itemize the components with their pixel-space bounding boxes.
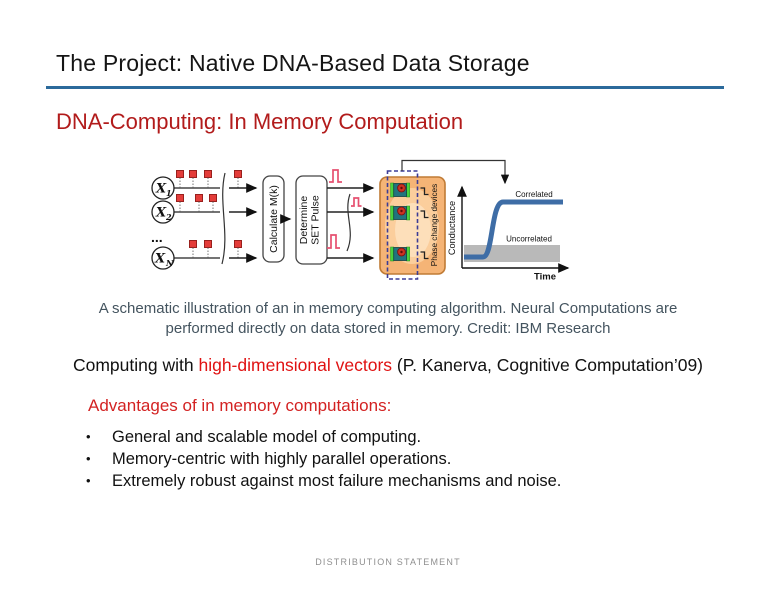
determine-box-label-1: Determine	[298, 196, 310, 245]
calculate-box-label: Calculate M(k)	[268, 185, 280, 253]
input-node-x1: X 1	[151, 176, 175, 200]
input-label-x1: X	[155, 182, 167, 197]
correlated-label: Correlated	[515, 190, 552, 199]
uncorrelated-label: Uncorrelated	[506, 235, 552, 244]
memory-device-3	[390, 246, 410, 262]
wave-bracket-right	[346, 193, 351, 252]
memory-device-1	[390, 182, 410, 198]
bullet-text: General and scalable model of computing.	[112, 428, 422, 446]
set-pulse-icons	[327, 169, 362, 249]
input-node-x2: X 2	[151, 200, 175, 224]
memory-device-2	[390, 205, 410, 221]
devices-label: Phase change devices	[430, 184, 439, 266]
calculate-box: Calculate M(k)	[262, 175, 285, 263]
conductance-graph: Conductance Time Correlated Uncorrelated	[447, 185, 570, 283]
caption-line-1: A schematic illustration of an in memory…	[98, 300, 678, 317]
input-rows	[174, 187, 220, 259]
list-item: Memory-centric with highly parallel oper…	[86, 448, 561, 470]
svg-text:N: N	[165, 258, 174, 268]
computing-highlight: high-dimensional vectors	[198, 355, 393, 375]
distribution-statement: DISTRIBUTION STATEMENT	[315, 557, 461, 567]
svg-text:2: 2	[165, 212, 172, 222]
title-divider	[46, 86, 724, 89]
arrows-to-memory	[327, 183, 375, 263]
figure-caption: A schematic illustration of an in memory…	[0, 299, 776, 339]
determine-box: Determine SET Pulse	[295, 175, 328, 265]
determine-box-label-2: SET Pulse	[310, 195, 322, 245]
wave-bracket-left	[221, 172, 226, 265]
list-item: General and scalable model of computing.	[86, 426, 561, 448]
section-heading: DNA-Computing: In Memory Computation	[56, 109, 464, 134]
caption-line-2: performed directly on data stored in mem…	[165, 320, 611, 337]
spike-squares	[176, 170, 242, 258]
input-label-xn: X	[154, 252, 166, 267]
x-axis-label: Time	[534, 272, 556, 283]
page-title: The Project: Native DNA-Based Data Stora…	[56, 50, 530, 76]
input-node-xn: X N	[151, 246, 175, 270]
bullet-text: Extremely robust against most failure me…	[112, 472, 562, 490]
computing-suffix: (P. Kanerva, Cognitive Computation’09)	[392, 355, 704, 375]
connector-arrow	[401, 159, 510, 185]
advantages-list: General and scalable model of computing.…	[86, 426, 561, 492]
y-axis-label: Conductance	[447, 201, 457, 255]
svg-text:1: 1	[166, 188, 172, 198]
correlated-curve	[464, 199, 563, 260]
list-item: Extremely robust against most failure me…	[86, 470, 561, 492]
bullet-icon	[86, 426, 112, 448]
arrows-to-calculate	[229, 183, 258, 263]
bullet-icon	[86, 448, 112, 470]
input-label-x2: X	[155, 206, 167, 221]
advantages-heading: Advantages of in memory computations:	[88, 396, 392, 415]
step-symbols	[420, 187, 429, 260]
computing-statement: Computing with high-dimensional vectors …	[0, 355, 776, 376]
bullet-text: Memory-centric with highly parallel oper…	[112, 450, 452, 468]
phase-change-devices-box: Phase change devices	[379, 170, 446, 280]
in-memory-computing-diagram: X 1 X 2 ... X N	[151, 159, 570, 283]
bullet-icon	[86, 470, 112, 492]
ellipsis: ...	[151, 229, 163, 245]
computing-prefix: Computing with	[72, 355, 199, 375]
